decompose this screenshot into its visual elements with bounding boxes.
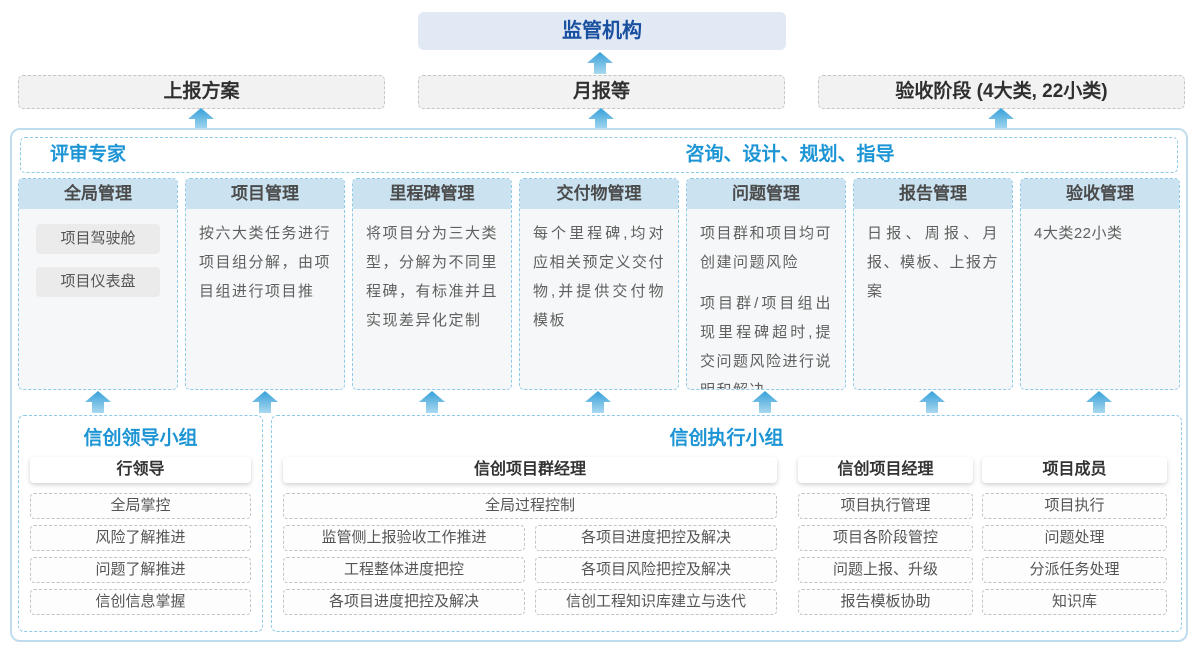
strip-title-review-experts: 评审专家 bbox=[50, 144, 127, 165]
duty-item: 各项目进度把控及解决 bbox=[535, 525, 777, 551]
up-arrow-icon bbox=[988, 108, 1014, 130]
regulator-box: 监管机构 bbox=[418, 12, 786, 50]
column-description: 4大类22小类 bbox=[1034, 225, 1123, 242]
column-project-management: 项目管理 按六大类任务进行项目组分解，由项目组进行项目推 bbox=[185, 178, 345, 390]
column-header: 项目管理 bbox=[186, 179, 344, 209]
duty-item: 项目执行 bbox=[982, 493, 1167, 519]
duty-item: 信创信息掌握 bbox=[30, 589, 251, 615]
duty-item: 信创工程知识库建立与迭代 bbox=[535, 589, 777, 615]
duty-item: 全局掌控 bbox=[30, 493, 251, 519]
duty-item: 风险了解推进 bbox=[30, 525, 251, 551]
column-header: 全局管理 bbox=[19, 179, 177, 209]
up-arrow-icon bbox=[752, 391, 778, 413]
column-global-management: 全局管理 项目驾驶舱 项目仪表盘 bbox=[18, 178, 178, 390]
duty-item: 问题了解推进 bbox=[30, 557, 251, 583]
column-header: 问题管理 bbox=[687, 179, 845, 209]
up-arrow-icon bbox=[587, 52, 613, 74]
duty-item: 项目各阶段管控 bbox=[798, 525, 973, 551]
duty-item: 问题处理 bbox=[982, 525, 1167, 551]
feature-pill: 项目驾驶舱 bbox=[36, 224, 160, 254]
execution-group-title: 信创执行小组 bbox=[669, 428, 784, 449]
duty-item: 各项目风险把控及解决 bbox=[535, 557, 777, 583]
duty-item: 各项目进度把控及解决 bbox=[283, 589, 525, 615]
output-box-report-plan: 上报方案 bbox=[18, 75, 385, 109]
column-deliverable-management: 交付物管理 每个里程碑,均对应相关预定义交付物,并提供交付物模板 bbox=[519, 178, 679, 390]
feature-pill: 项目仪表盘 bbox=[36, 267, 160, 297]
duty-item: 报告模板协助 bbox=[798, 589, 973, 615]
up-arrow-icon bbox=[919, 391, 945, 413]
duty-item: 全局过程控制 bbox=[283, 493, 777, 519]
column-description: 每个里程碑,均对应相关预定义交付物,并提供交付物模板 bbox=[533, 225, 666, 329]
output-box-acceptance-stage: 验收阶段 (4大类, 22小类) bbox=[818, 75, 1185, 109]
up-arrow-icon bbox=[1086, 391, 1112, 413]
column-report-management: 报告管理 日报、周报、月报、模板、上报方案 bbox=[853, 178, 1013, 390]
column-header: 报告管理 bbox=[854, 179, 1012, 209]
role-pill-bank-leader: 行领导 bbox=[30, 457, 251, 483]
column-acceptance-management: 验收管理 4大类22小类 bbox=[1020, 178, 1180, 390]
up-arrow-icon bbox=[252, 391, 278, 413]
duty-item: 知识库 bbox=[982, 589, 1167, 615]
consultant-strip bbox=[20, 137, 1178, 173]
column-description: 项目群/项目组出现里程碑超时,提交问题风险进行说明和解决 bbox=[700, 295, 833, 389]
role-pill-project-member: 项目成员 bbox=[982, 457, 1167, 483]
column-header: 交付物管理 bbox=[520, 179, 678, 209]
column-issue-management: 问题管理 项目群和项目均可创建问题风险 项目群/项目组出现里程碑超时,提交问题风… bbox=[686, 178, 846, 390]
role-pill-program-manager: 信创项目群经理 bbox=[283, 457, 777, 483]
column-milestone-management: 里程碑管理 将项目分为三大类型，分解为不同里程碑，有标准并且实现差异化定制 bbox=[352, 178, 512, 390]
role-pill-project-manager: 信创项目经理 bbox=[798, 457, 973, 483]
column-description: 按六大类任务进行项目组分解，由项目组进行项目推 bbox=[199, 225, 332, 300]
column-header: 里程碑管理 bbox=[353, 179, 511, 209]
column-description: 将项目分为三大类型，分解为不同里程碑，有标准并且实现差异化定制 bbox=[366, 225, 499, 329]
up-arrow-icon bbox=[85, 391, 111, 413]
up-arrow-icon bbox=[188, 108, 214, 130]
duty-item: 问题上报、升级 bbox=[798, 557, 973, 583]
leadership-group-title: 信创领导小组 bbox=[83, 428, 198, 449]
duty-item: 分派任务处理 bbox=[982, 557, 1167, 583]
duty-item: 项目执行管理 bbox=[798, 493, 973, 519]
strip-title-consulting: 咨询、设计、规划、指导 bbox=[685, 144, 895, 165]
duty-item: 工程整体进度把控 bbox=[283, 557, 525, 583]
column-header: 验收管理 bbox=[1021, 179, 1179, 209]
up-arrow-icon bbox=[585, 391, 611, 413]
column-description: 日报、周报、月报、模板、上报方案 bbox=[867, 225, 1000, 300]
column-description: 项目群和项目均可创建问题风险 bbox=[700, 225, 833, 271]
up-arrow-icon bbox=[419, 391, 445, 413]
up-arrow-icon bbox=[588, 108, 614, 130]
output-box-monthly-report: 月报等 bbox=[418, 75, 785, 109]
duty-item: 监管侧上报验收工作推进 bbox=[283, 525, 525, 551]
